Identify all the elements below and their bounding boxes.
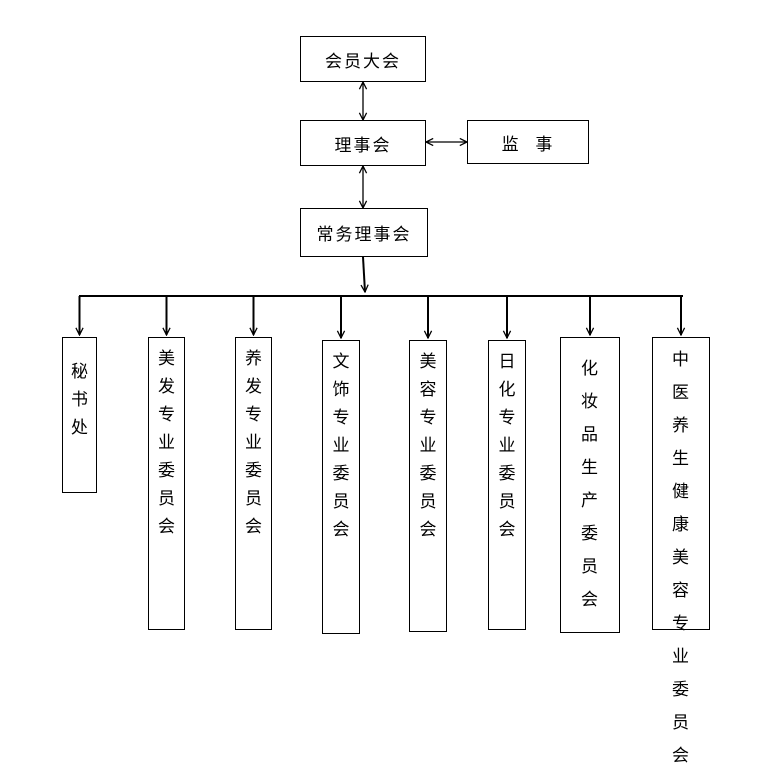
- committee-secretariat: 秘书处: [62, 337, 97, 493]
- committee-label: 美容专业委员会: [419, 352, 437, 540]
- committee-hair-care: 养发专业委员会: [235, 337, 272, 630]
- committee-beauty: 美容专业委员会: [409, 340, 447, 632]
- committee-label: 中医养生健康美容专业委员会: [672, 350, 690, 766]
- standing-council-label: 常务理事会: [316, 225, 412, 245]
- council-label: 理事会: [334, 135, 392, 156]
- committee-label: 养发专业委员会: [245, 349, 262, 537]
- committee-tcm-health-beauty: 中医养生健康美容专业委员会: [652, 337, 710, 766]
- supervisor-box: 监 事: [467, 120, 589, 164]
- committee-label: 文饰专业委员会: [332, 352, 350, 540]
- committee-label: 日化专业委员会: [498, 352, 516, 540]
- assembly-box: 会员大会: [300, 36, 426, 82]
- committee-label: 美发专业委员会: [158, 349, 175, 537]
- committee-tattoo-decoration: 文饰专业委员会: [322, 340, 360, 634]
- committee-label: 秘书处: [71, 362, 88, 438]
- committee-label: 化妆品生产委员会: [581, 359, 599, 610]
- standing-bus-connector: [363, 256, 365, 292]
- committee-hairdressing: 美发专业委员会: [148, 337, 185, 630]
- org-chart-lines: [0, 0, 758, 688]
- assembly-label: 会员大会: [325, 51, 401, 72]
- committee-drop-lines: [80, 296, 682, 338]
- committee-cosmetics-production: 化妆品生产委员会: [560, 337, 620, 633]
- standing-council-box: 常务理事会: [300, 208, 428, 257]
- committee-daily-chemicals: 日化专业委员会: [488, 340, 526, 630]
- council-box: 理事会: [300, 120, 426, 166]
- supervisor-label: 监 事: [501, 134, 555, 155]
